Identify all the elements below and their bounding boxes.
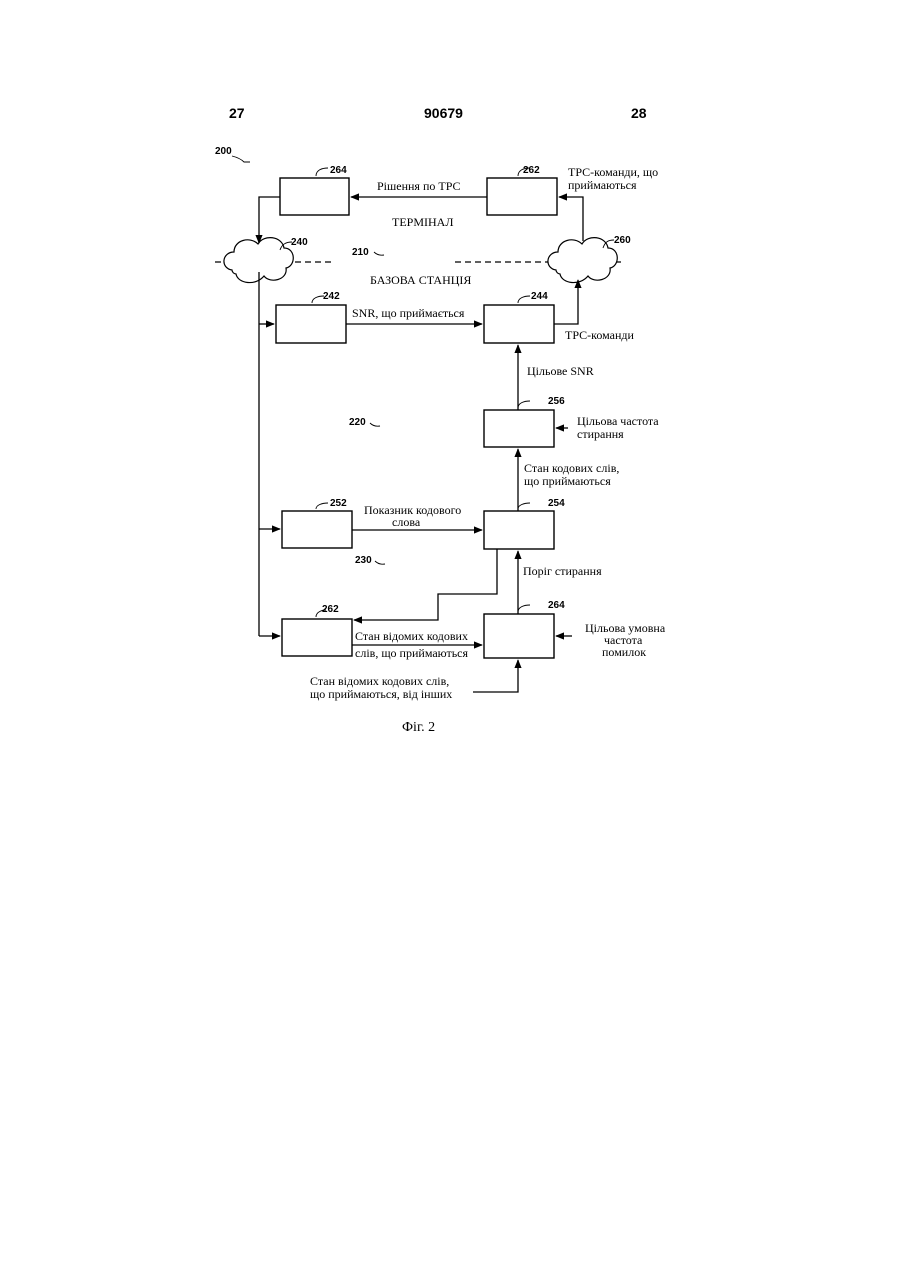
leader-252 bbox=[316, 503, 328, 509]
label-known-state-line2: слів, що приймаються bbox=[355, 646, 469, 660]
ref-200: 200 bbox=[215, 146, 232, 157]
label-tpc-received-line1: ТРС-команди, що bbox=[568, 165, 658, 179]
ref-264-bottom: 264 bbox=[548, 600, 565, 611]
label-erasure-threshold: Поріг стирання bbox=[523, 564, 602, 578]
ref-210: 210 bbox=[352, 247, 369, 258]
label-terminal: ТЕРМІНАЛ bbox=[392, 215, 453, 229]
label-codeword-state-line2: що приймаються bbox=[524, 474, 611, 488]
leader-254 bbox=[518, 503, 530, 509]
ref-230: 230 bbox=[355, 555, 372, 566]
label-known-other-line2: що приймаються, від інших bbox=[310, 687, 452, 701]
arrow-feedback-254-to-262 bbox=[354, 549, 497, 620]
label-tpc-commands: ТРС-команди bbox=[565, 328, 635, 342]
ref-264-top: 264 bbox=[330, 165, 347, 176]
ref-260: 260 bbox=[614, 235, 631, 246]
tail-230 bbox=[375, 561, 385, 564]
arrow-known-other bbox=[473, 660, 518, 692]
cloud-260 bbox=[548, 238, 617, 283]
label-base-station: БАЗОВА СТАНЦІЯ bbox=[370, 273, 471, 287]
leader-200 bbox=[232, 156, 250, 162]
box-262-bottom bbox=[282, 619, 352, 656]
box-242 bbox=[276, 305, 346, 343]
label-codeword-state-line1: Стан кодових слів, bbox=[524, 461, 619, 475]
label-target-erasure-line1: Цільова частота bbox=[577, 414, 659, 428]
label-known-state-line1: Стан відомих кодових bbox=[355, 629, 468, 643]
ref-240: 240 bbox=[291, 237, 308, 248]
box-254 bbox=[484, 511, 554, 549]
leader-256 bbox=[518, 401, 530, 408]
leader-244 bbox=[518, 296, 530, 303]
label-known-other-line1: Стан відомих кодових слів, bbox=[310, 674, 449, 688]
label-tpc-decision: Рішення по ТРС bbox=[377, 179, 461, 193]
box-244 bbox=[484, 305, 554, 343]
label-target-snr: Цільове SNR bbox=[527, 364, 594, 378]
arrow-tpc-to-cloud260 bbox=[554, 280, 578, 324]
label-target-erasure-line2: стирання bbox=[577, 427, 624, 441]
figure-caption: Фіг. 2 bbox=[402, 720, 435, 735]
ref-256: 256 bbox=[548, 396, 565, 407]
box-262-top bbox=[487, 178, 557, 215]
label-snr-received: SNR, що приймається bbox=[352, 306, 465, 320]
box-264-top bbox=[280, 178, 349, 215]
tail-220 bbox=[370, 423, 380, 426]
ref-244: 244 bbox=[531, 291, 548, 302]
ref-262-top: 262 bbox=[523, 165, 540, 176]
leader-264-bottom bbox=[518, 605, 530, 612]
tail-210 bbox=[374, 252, 384, 255]
box-252 bbox=[282, 511, 352, 548]
ref-252: 252 bbox=[330, 498, 347, 509]
ref-254: 254 bbox=[548, 498, 565, 509]
label-codeword-metric-line2: слова bbox=[392, 515, 421, 529]
label-tpc-received-line2: приймаються bbox=[568, 178, 637, 192]
ref-220: 220 bbox=[349, 417, 366, 428]
box-264-bottom bbox=[484, 614, 554, 658]
label-target-error-line3: помилок bbox=[602, 645, 646, 659]
leader-264-top bbox=[316, 168, 328, 176]
ref-242: 242 bbox=[323, 291, 340, 302]
arrow-box264-to-cloud240 bbox=[259, 197, 280, 243]
arrow-cloud260-to-box262 bbox=[559, 197, 583, 241]
box-256 bbox=[484, 410, 554, 447]
ref-262-bottom: 262 bbox=[322, 604, 339, 615]
